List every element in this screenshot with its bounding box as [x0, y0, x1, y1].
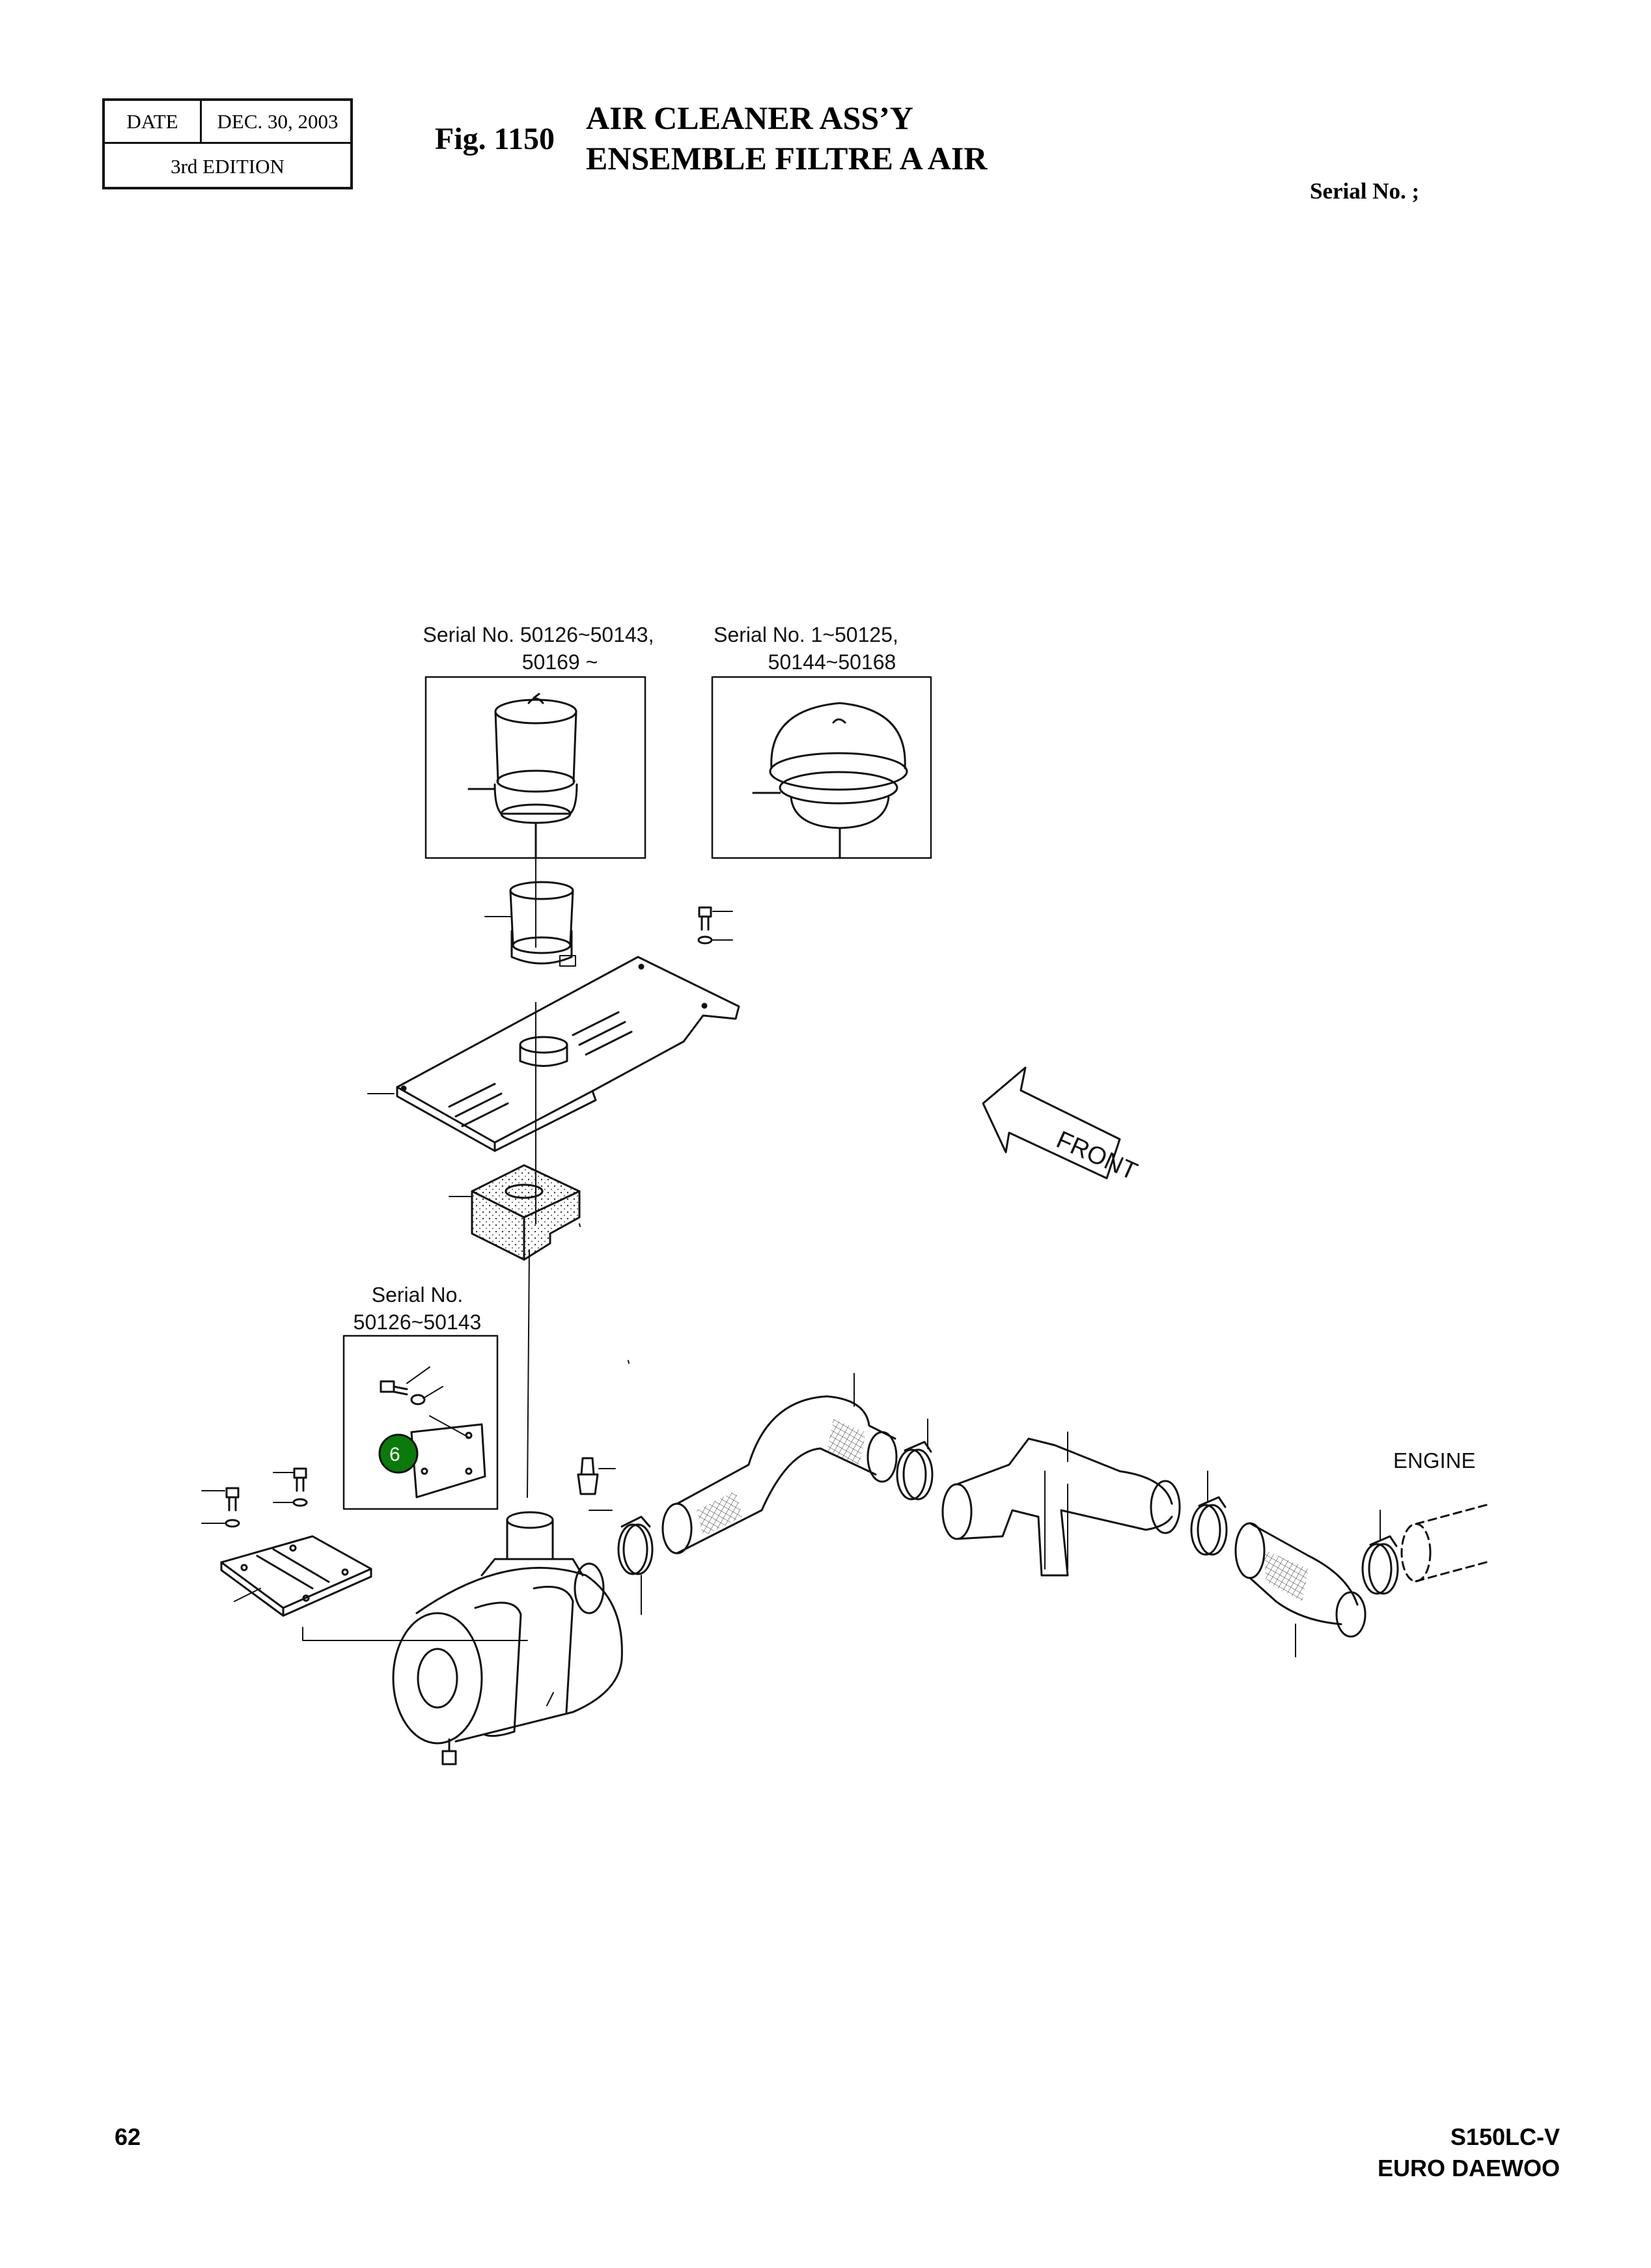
figure-number: Fig. 1150	[435, 122, 555, 156]
front-direction-arrow: FRONT	[982, 1066, 1141, 1186]
engine-label: ENGINE	[1393, 1448, 1476, 1473]
intake-elbow-connector	[941, 1431, 1181, 1577]
intake-hose-1	[661, 1373, 898, 1555]
intake-hose-2	[1234, 1522, 1367, 1657]
hose-clamp-2	[896, 1418, 934, 1500]
callout-number: 6	[389, 1444, 400, 1465]
air-cleaner-housing	[392, 1511, 623, 1765]
restriction-indicator	[577, 1457, 616, 1495]
date-label: DATE	[126, 110, 178, 133]
manufacturer-brand: EURO DAEWOO	[1377, 2155, 1560, 2181]
date-edition-box: DATE DEC. 30, 2003 3rd EDITION	[102, 98, 353, 189]
engine-intake-pipe	[1400, 1502, 1492, 1583]
date-value: DEC. 30, 2003	[217, 110, 339, 133]
bracket-serial-line1: Serial No.	[372, 1283, 464, 1307]
variant-b-serial-line2: 50144~50168	[768, 650, 896, 674]
bolts-left	[201, 1467, 308, 1528]
callout-6: 6	[378, 1433, 419, 1474]
page-title-english: AIR CLEANER ASS’Y	[586, 100, 913, 136]
mounting-bolt-upper	[697, 906, 733, 945]
hose-clamp-4	[1361, 1510, 1399, 1595]
variant-a-serial-line1: Serial No. 50126~50143,	[423, 623, 654, 646]
variant-b-serial-line1: Serial No. 1~50125,	[714, 623, 898, 646]
machine-model: S150LC-V	[1450, 2123, 1560, 2150]
pre-cleaner-cap-variant	[711, 676, 932, 859]
page-title-french: ENSEMBLE FILTRE A AIR	[586, 140, 988, 176]
front-label: FRONT	[1052, 1126, 1141, 1186]
bracket-variant	[342, 1335, 499, 1510]
lower-mounting-bracket	[220, 1535, 528, 1641]
bracket-serial-line2: 50126~50143	[354, 1310, 482, 1334]
variant-a-serial-line2: 50169 ~	[522, 650, 598, 674]
pre-cleaner-cylindrical-variant	[424, 676, 646, 859]
hose-clamp-3	[1190, 1471, 1228, 1556]
page-number: 62	[115, 2123, 141, 2150]
edition-label: 3rd EDITION	[171, 155, 284, 178]
mounting-plate	[367, 956, 740, 1152]
foam-seal-block	[449, 1164, 581, 1261]
adapter-tube	[484, 881, 576, 967]
hose-clamp-1	[589, 1510, 654, 1615]
serial-number-label: Serial No. ;	[1310, 178, 1420, 204]
